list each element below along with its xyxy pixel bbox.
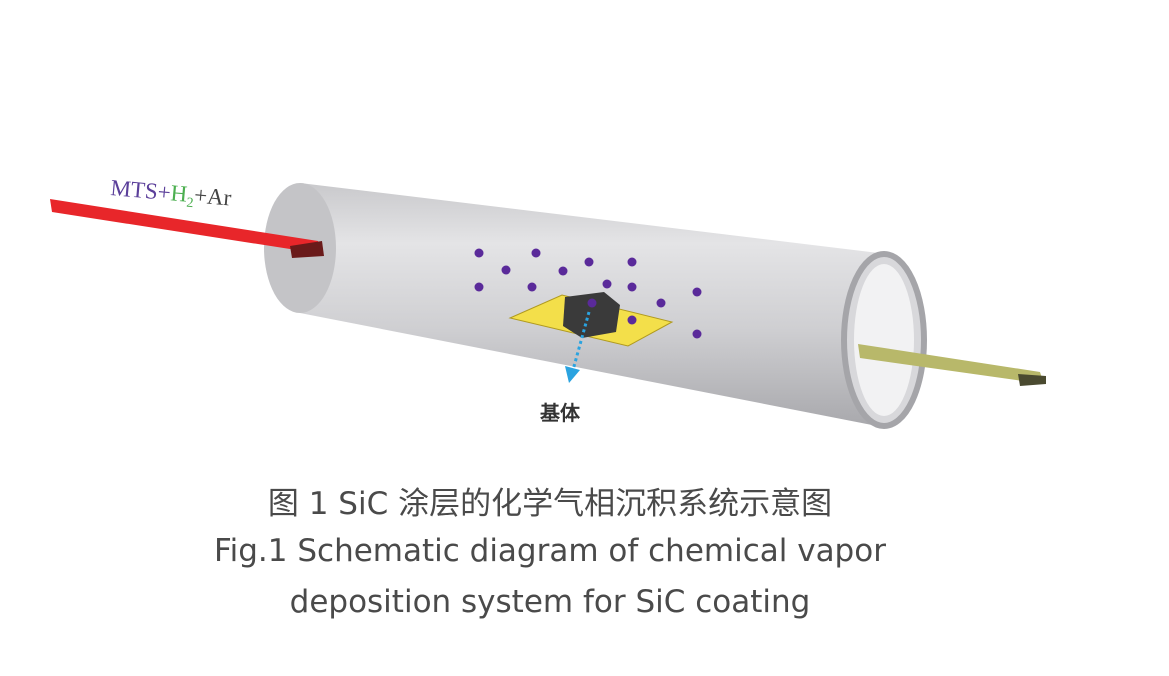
- particle: [474, 248, 484, 258]
- particle: [627, 257, 637, 267]
- particle: [587, 298, 597, 308]
- particle: [602, 279, 612, 289]
- outlet-arrow: [858, 344, 1046, 386]
- particle: [584, 257, 594, 267]
- substrate-pointer-arrow: [565, 311, 591, 383]
- particle: [627, 282, 637, 292]
- particle: [527, 282, 537, 292]
- particle: [501, 265, 511, 275]
- substrate: [508, 292, 674, 347]
- particle: [558, 266, 568, 276]
- particle: [656, 298, 666, 308]
- particle: [531, 248, 541, 258]
- inlet-arrow: [50, 199, 324, 258]
- particle: [692, 329, 702, 339]
- particle: [474, 282, 484, 292]
- caption-english-line2: deposition system for SiC coating: [289, 584, 811, 620]
- substrate-label: 基体: [540, 401, 581, 425]
- sample-block: [563, 292, 620, 338]
- caption-english-line1: Fig.1 Schematic diagram of chemical vapo…: [214, 533, 886, 569]
- inlet-gas-label: MTS+H2+Ar: [109, 175, 233, 214]
- caption-chinese: 图 1 SiC 涂层的化学气相沉积系统示意图: [267, 486, 833, 522]
- particle: [692, 287, 702, 297]
- particle: [627, 315, 637, 325]
- precursor-particles: [474, 248, 702, 339]
